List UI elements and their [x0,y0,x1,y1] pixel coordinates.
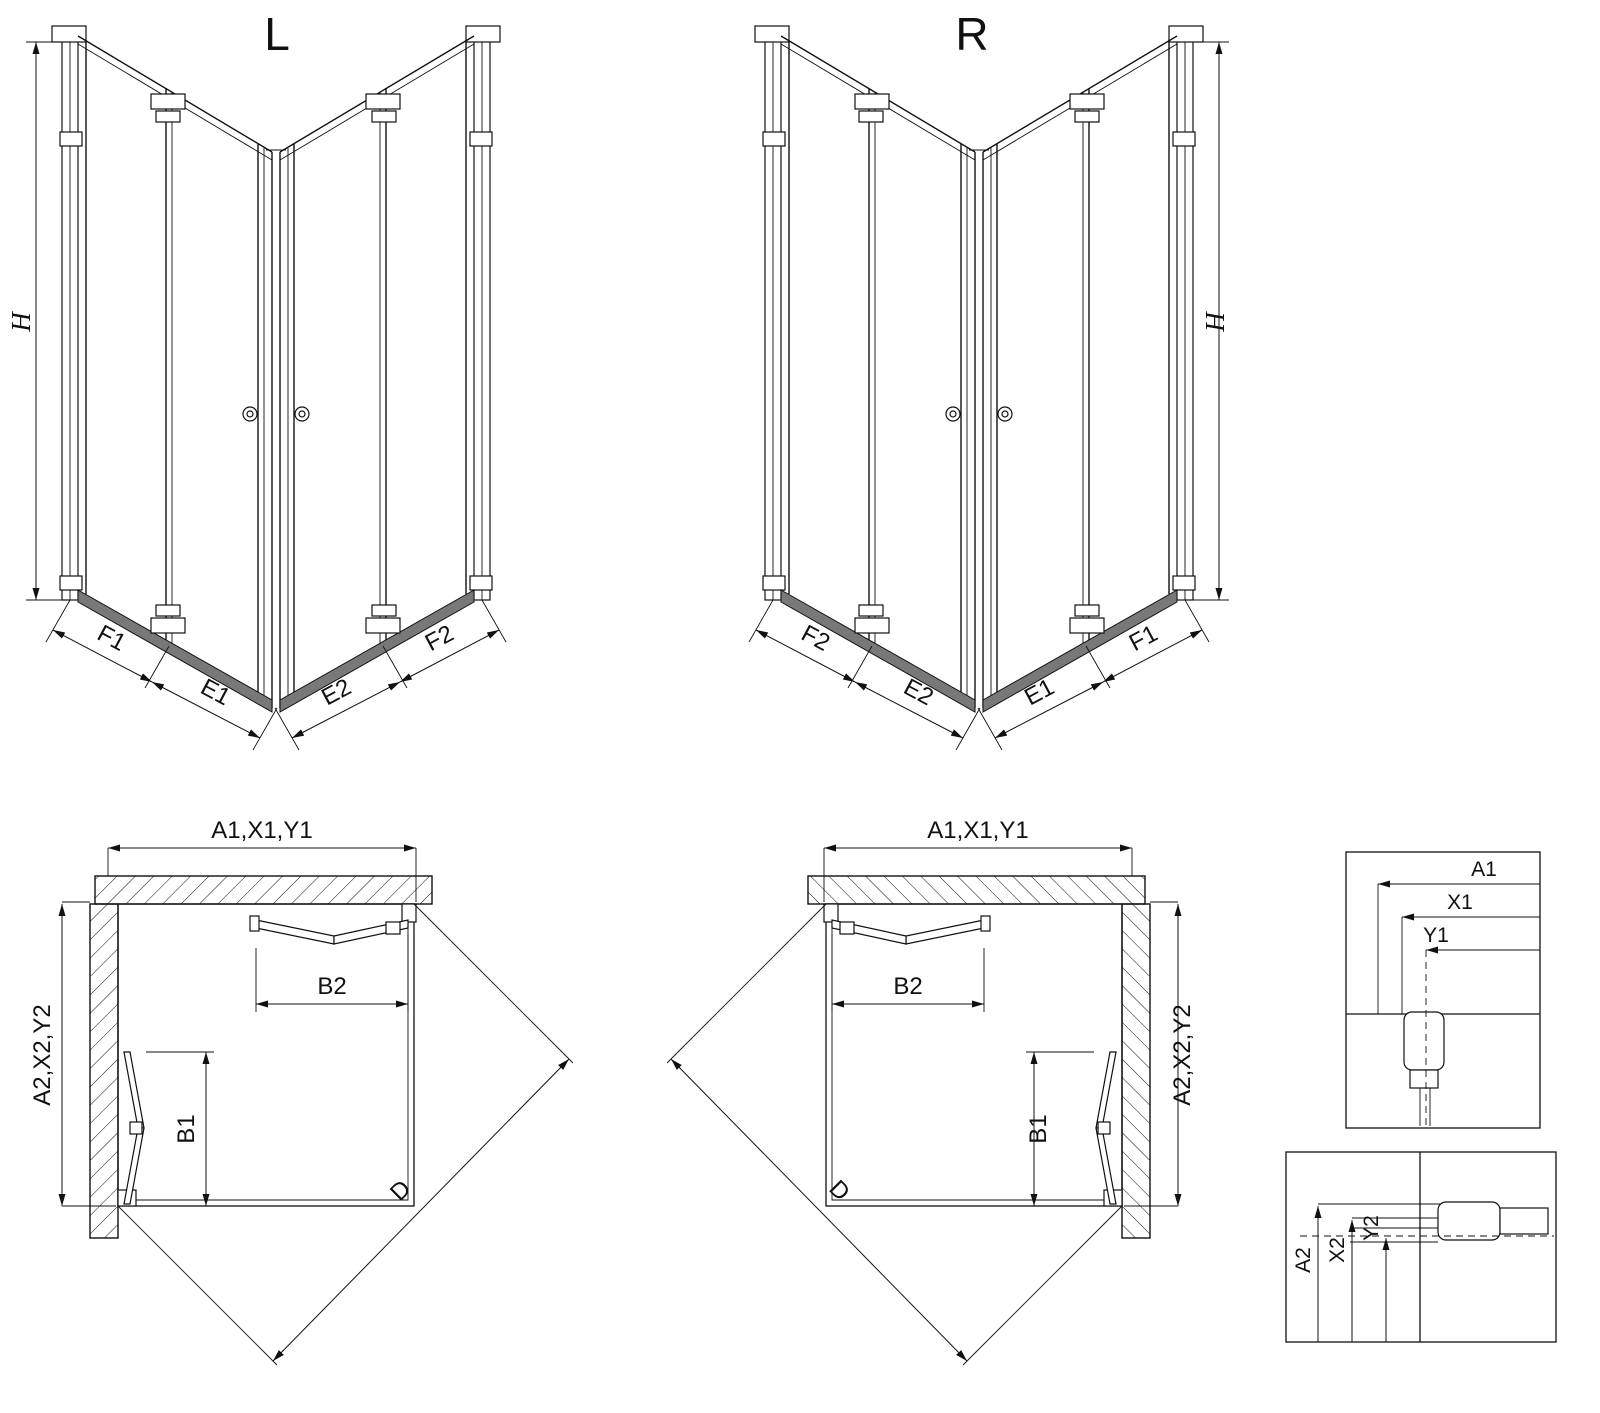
door-side-label-left: B1 [173,1114,200,1143]
labels-plan-right: A1,X1,Y1 A2,X2,Y2 B2 B1 D [824,817,1196,1206]
plan-view-geometry-left [58,844,574,1366]
height-label-right: H [1200,311,1230,333]
fold-hinges [150,93,401,634]
plan-depth-label-right: A2,X2,Y2 [1169,1004,1196,1105]
bottom-dimension-chain-left [45,599,278,751]
detail-dim-x2 [1348,1217,1440,1342]
plan-depth-dimension [58,901,116,1207]
detail-box [1345,851,1541,1129]
door-top-label-left: B2 [317,973,346,1000]
corner-profile-top [401,903,417,923]
detail-profile-horizontal: A1 X1 Y1 [1345,851,1541,1129]
door-knobs [242,406,310,422]
bottom-dimension-chain-right [274,599,507,751]
shower-tray-outline [117,903,415,1207]
wall-profile-right [465,25,501,601]
wall-profile-left [51,25,87,601]
plan-view-geometry-right [667,848,1178,1365]
detail-profile-vertical: A2 X2 Y2 [1285,1151,1557,1343]
detail-x2-label: X2 [1326,1237,1349,1263]
diagonal-label-right: D [824,1175,855,1206]
bottom-rail-right [279,589,475,713]
variant-title-left: L [264,8,290,60]
detail-a1-label: A1 [1471,858,1497,881]
glass-assembly-right [279,35,475,699]
detail-box [1285,1151,1557,1343]
detail-x1-label: X1 [1447,891,1473,914]
detail-profile-section [1403,950,1445,1126]
wall-side-hatched [89,903,119,1239]
door-side-dimension [146,1051,214,1206]
corner-post [266,149,286,708]
bottom-rail-left [77,589,273,713]
detail-a2-label: A2 [1292,1247,1315,1273]
door-top-label-right: B2 [893,973,922,1000]
detail-dim-a1 [1377,880,1540,1014]
detail-y2-label: Y2 [1360,1215,1383,1241]
height-label-left: H [6,311,36,333]
diagonal-dimension [117,903,574,1366]
enclosure-3d-geometry-left [26,25,507,751]
plan-width-label-left: A1,X1,Y1 [211,817,312,844]
bifold-door-top [249,915,409,945]
detail-profile-section [1300,1201,1554,1243]
detail-dim-x1 [1401,913,1540,1014]
detail-dim-a2 [1314,1203,1440,1342]
labels-plan-left: A1,X1,Y1 A2,X2,Y2 B2 B1 D [29,817,416,1206]
door-side-label-right: B1 [1025,1114,1052,1143]
glass-assembly-left [77,35,273,699]
variant-title-right: R [955,8,988,60]
plan-depth-label-left: A2,X2,Y2 [29,1004,56,1105]
plan-width-label-right: A1,X1,Y1 [927,817,1028,844]
detail-y1-label: Y1 [1423,924,1449,947]
plan-width-dimension [107,844,417,902]
wall-top-hatched [94,875,433,905]
diagonal-label-left: D [385,1175,416,1206]
bifold-door-side [123,1051,145,1205]
door-top-dimension [255,934,409,1012]
